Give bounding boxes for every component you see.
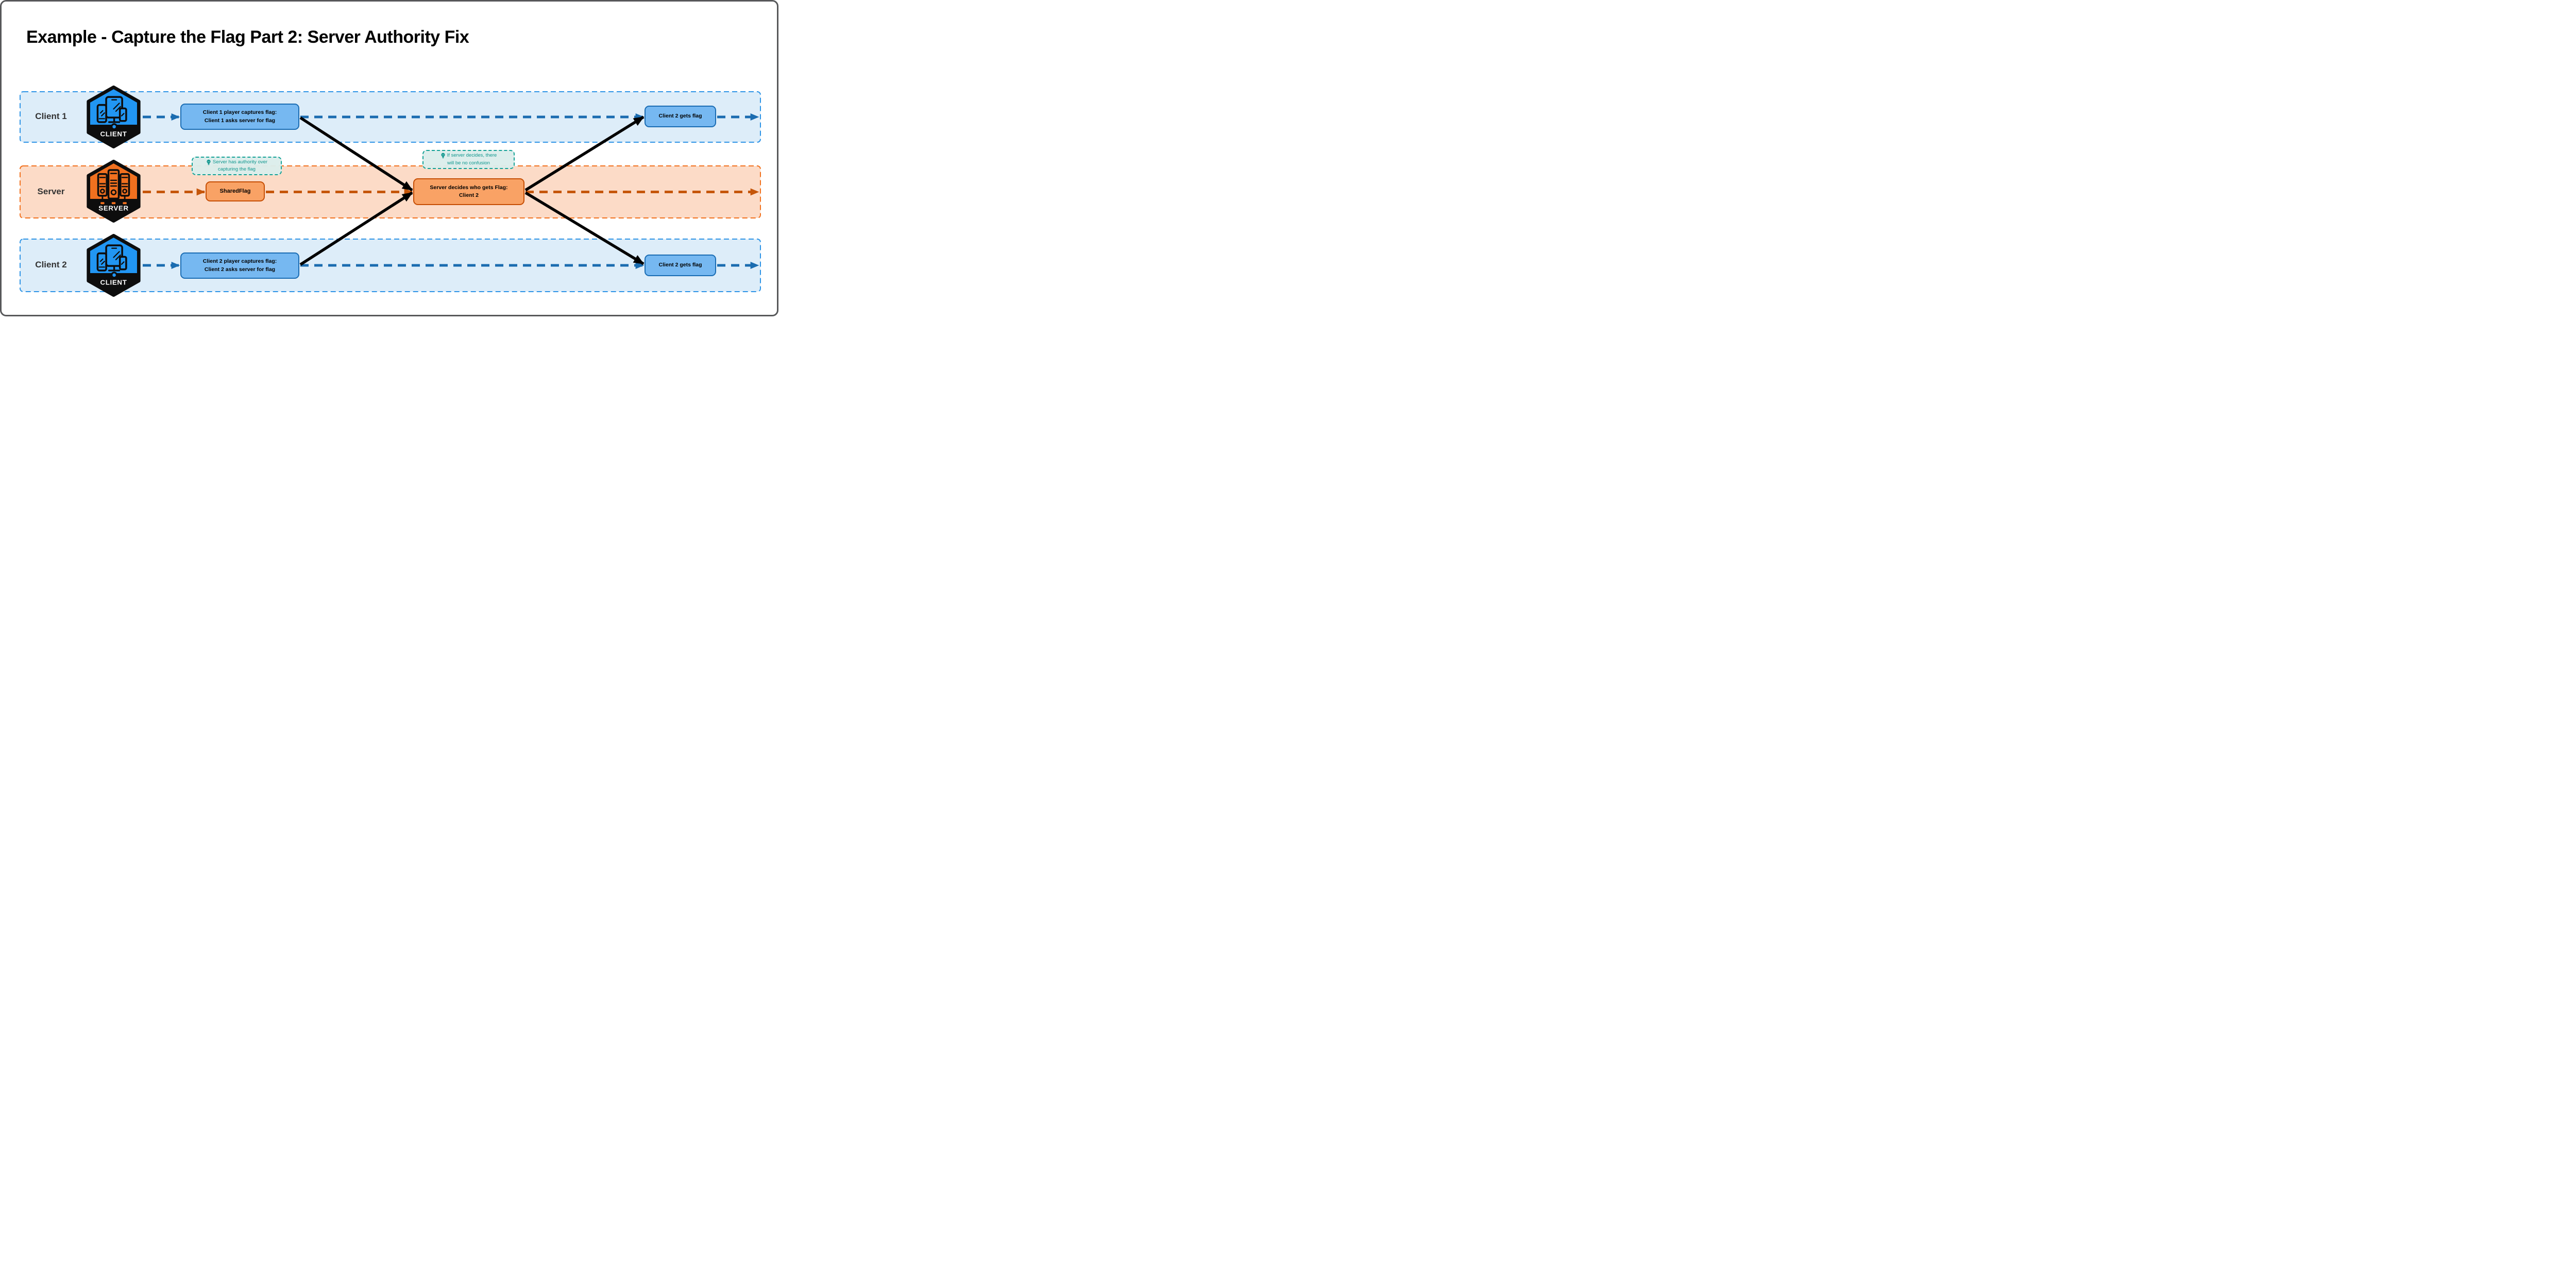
note-text-line1: Server has authority over [212, 159, 268, 165]
client1-result-box: Client 2 gets flag [645, 106, 716, 127]
lane-label-server: Server [37, 187, 65, 196]
box-text-line2: Client 1 asks server for flag [204, 117, 276, 124]
hex-badge-label: SERVER [98, 205, 128, 212]
box-text-line1: Client 2 gets flag [658, 113, 702, 120]
client2-result-box: Client 2 gets flag [645, 255, 716, 276]
page-title: Example - Capture the Flag Part 2: Serve… [26, 27, 469, 47]
note-text-line2: will be no confusion [447, 160, 490, 166]
arrow-server-to-client2 [524, 191, 645, 265]
lightbulb-icon [441, 153, 445, 159]
shared-flag-box: SharedFlag [206, 181, 265, 201]
lane-label-client2: Client 2 [35, 260, 67, 269]
hex-badge-label: CLIENT [100, 130, 127, 138]
client1-capture-box: Client 1 player captures flag: Client 1 … [180, 104, 299, 130]
lane-label-client1: Client 1 [35, 111, 67, 121]
box-text-line1: Client 1 player captures flag: [202, 109, 277, 116]
note-text-line1: If server decides, there [447, 153, 497, 159]
client2-hexagon-badge: CLIENT [85, 234, 142, 297]
server-decides-box: Server decides who gets Flag: Client 2 [413, 178, 524, 205]
client-devices-icon: CLIENT [87, 86, 141, 148]
note-no-confusion: If server decides, there will be no conf… [422, 150, 515, 169]
box-text-line1: Server decides who gets Flag: [430, 184, 508, 191]
box-text-line1: Client 2 gets flag [658, 262, 702, 268]
server-racks-icon: SERVER [87, 160, 141, 223]
client1-hexagon-badge: CLIENT [85, 86, 142, 148]
arrow-client1-to-server [299, 116, 413, 192]
lightbulb-icon [207, 159, 211, 165]
diagram-canvas: Example - Capture the Flag Part 2: Serve… [0, 0, 778, 316]
note-server-authority: Server has authority over capturing the … [192, 157, 282, 175]
arrow-server-to-client1 [524, 115, 645, 192]
box-text-line1: SharedFlag [219, 188, 251, 194]
note-text-line2: capturing the flag [218, 166, 256, 172]
server-hexagon-badge: SERVER [85, 160, 142, 223]
client2-capture-box: Client 2 player captures flag: Client 2 … [180, 252, 299, 279]
box-text-line2: Client 2 [459, 192, 479, 198]
lane-server [20, 165, 761, 218]
arrow-client2-to-server [299, 191, 413, 266]
hex-badge-label: CLIENT [100, 279, 127, 286]
client-devices-icon: CLIENT [87, 234, 141, 297]
box-text-line2: Client 2 asks server for flag [204, 266, 276, 273]
box-text-line1: Client 2 player captures flag: [202, 258, 277, 265]
cross-lane-arrows [299, 115, 645, 266]
